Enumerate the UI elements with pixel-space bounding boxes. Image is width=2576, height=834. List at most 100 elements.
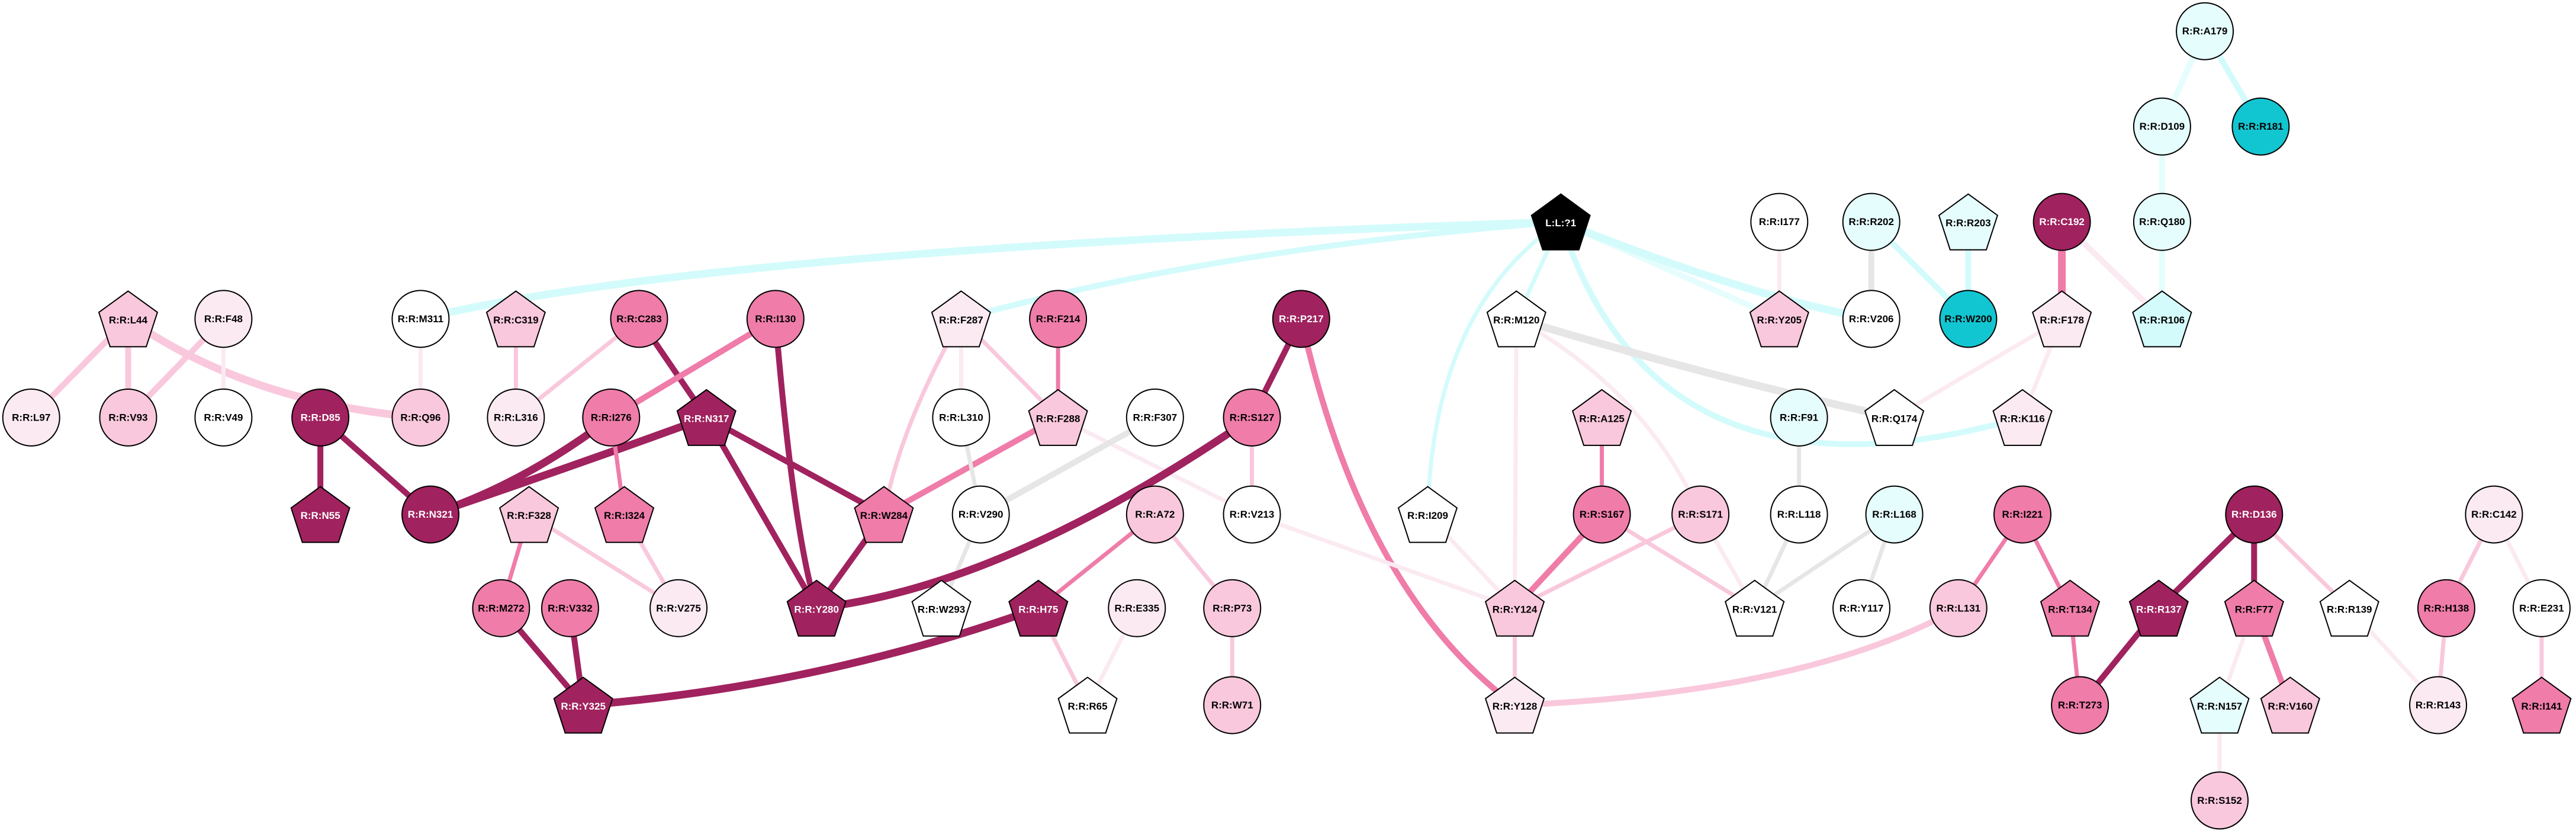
node-v213[interactable]: R:R:V213: [1223, 485, 1281, 544]
node-c192[interactable]: R:R:C192: [2033, 193, 2091, 251]
pentagon-node-shape[interactable]: [1530, 193, 1591, 251]
circle-node-shape[interactable]: [2225, 485, 2284, 544]
node-v206[interactable]: R:R:V206: [1842, 290, 1900, 348]
pentagon-node-shape[interactable]: [1008, 579, 1069, 637]
node-f328[interactable]: R:R:F328: [499, 486, 559, 543]
circle-node-shape[interactable]: [2133, 97, 2191, 156]
circle-node-shape[interactable]: [1223, 388, 1281, 447]
circle-node-shape[interactable]: [1865, 485, 1924, 544]
pentagon-node-shape[interactable]: [1725, 579, 1785, 637]
node-t134[interactable]: R:R:T134: [2040, 579, 2101, 637]
node-l168[interactable]: R:R:L168: [1865, 485, 1924, 544]
node-q180[interactable]: R:R:Q180: [2133, 193, 2191, 251]
node-s127[interactable]: R:R:S127: [1223, 388, 1281, 447]
node-i221[interactable]: R:R:I221: [1993, 485, 2052, 544]
node-w200[interactable]: R:R:W200: [1939, 290, 1998, 348]
node-n55[interactable]: R:R:N55: [290, 486, 350, 543]
circle-node-shape[interactable]: [1842, 290, 1900, 348]
circle-node-shape[interactable]: [1770, 388, 1828, 447]
node-y325[interactable]: R:R:Y325: [553, 676, 613, 734]
node-c283[interactable]: R:R:C283: [610, 290, 668, 348]
circle-node-shape[interactable]: [291, 388, 350, 447]
circle-node-shape[interactable]: [582, 388, 641, 447]
node-l118[interactable]: R:R:L118: [1770, 485, 1828, 544]
node-l310[interactable]: R:R:L310: [932, 388, 990, 447]
circle-node-shape[interactable]: [194, 388, 253, 447]
node-v275[interactable]: R:R:V275: [649, 579, 708, 637]
node-l97[interactable]: R:R:L97: [2, 388, 60, 447]
pentagon-node-shape[interactable]: [1572, 389, 1632, 446]
circle-node-shape[interactable]: [1223, 485, 1281, 544]
pentagon-node-shape[interactable]: [2224, 579, 2284, 637]
pentagon-node-shape[interactable]: [1484, 579, 1545, 637]
node-r65[interactable]: R:R:R65: [1057, 676, 1118, 734]
circle-node-shape[interactable]: [2465, 485, 2523, 544]
node-n157[interactable]: R:R:N157: [2189, 676, 2250, 734]
circle-node-shape[interactable]: [1125, 388, 1184, 447]
node-n321[interactable]: R:R:N321: [401, 485, 460, 544]
node-t273[interactable]: R:R:T273: [2051, 676, 2109, 734]
node-s167[interactable]: R:R:S167: [1572, 485, 1631, 544]
node-i209[interactable]: R:R:I209: [1397, 486, 1458, 543]
node-r181[interactable]: R:R:R181: [2231, 97, 2290, 156]
pentagon-node-shape[interactable]: [2511, 676, 2572, 734]
circle-node-shape[interactable]: [2231, 97, 2290, 156]
circle-node-shape[interactable]: [401, 485, 460, 544]
node-r203[interactable]: R:R:R203: [1938, 193, 1999, 251]
node-e335[interactable]: R:R:E335: [1108, 579, 1166, 637]
node-h75[interactable]: R:R:H75: [1008, 579, 1069, 637]
circle-node-shape[interactable]: [194, 290, 253, 348]
circle-node-shape[interactable]: [2033, 193, 2091, 251]
circle-node-shape[interactable]: [2191, 771, 2249, 830]
node-f307[interactable]: R:R:F307: [1125, 388, 1184, 447]
pentagon-node-shape[interactable]: [499, 486, 559, 543]
node-v93[interactable]: R:R:V93: [99, 388, 157, 447]
pentagon-node-shape[interactable]: [676, 389, 737, 446]
node-a72[interactable]: R:R:A72: [1125, 485, 1184, 544]
node-v332[interactable]: R:R:V332: [541, 579, 599, 637]
circle-node-shape[interactable]: [1203, 676, 1262, 734]
circle-node-shape[interactable]: [2512, 579, 2571, 637]
pentagon-node-shape[interactable]: [1484, 676, 1545, 734]
node-f214[interactable]: R:R:F214: [1029, 290, 1088, 348]
circle-node-shape[interactable]: [1125, 485, 1184, 544]
node-r143[interactable]: R:R:R143: [2409, 676, 2468, 734]
node-m311[interactable]: R:R:M311: [391, 290, 450, 348]
node-q96[interactable]: R:R:Q96: [391, 388, 450, 447]
node-p73[interactable]: R:R:P73: [1203, 579, 1262, 637]
circle-node-shape[interactable]: [610, 290, 668, 348]
pentagon-node-shape[interactable]: [2040, 579, 2101, 637]
pentagon-node-shape[interactable]: [1397, 486, 1458, 543]
pentagon-node-shape[interactable]: [594, 486, 655, 543]
circle-node-shape[interactable]: [391, 290, 450, 348]
circle-node-shape[interactable]: [1572, 485, 1631, 544]
circle-node-shape[interactable]: [2176, 2, 2234, 60]
node-v121[interactable]: R:R:V121: [1725, 579, 1785, 637]
pentagon-node-shape[interactable]: [2319, 579, 2379, 637]
pentagon-node-shape[interactable]: [98, 290, 159, 348]
circle-node-shape[interactable]: [541, 579, 599, 637]
node-a179[interactable]: R:R:A179: [2176, 2, 2234, 60]
pentagon-node-shape[interactable]: [1992, 389, 2053, 446]
node-s152[interactable]: R:R:S152: [2191, 771, 2249, 830]
pentagon-node-shape[interactable]: [911, 579, 972, 637]
circle-node-shape[interactable]: [1832, 579, 1891, 637]
circle-node-shape[interactable]: [99, 388, 157, 447]
circle-node-shape[interactable]: [2133, 193, 2191, 251]
circle-node-shape[interactable]: [1272, 290, 1330, 348]
node-i130[interactable]: R:R:I130: [746, 290, 805, 348]
node-d109[interactable]: R:R:D109: [2133, 97, 2191, 156]
pentagon-node-shape[interactable]: [854, 486, 914, 543]
node-m120[interactable]: R:R:M120: [1486, 290, 1546, 348]
circle-node-shape[interactable]: [1770, 485, 1828, 544]
node-i141[interactable]: R:R:I141: [2511, 676, 2572, 734]
node-v290[interactable]: R:R:V290: [951, 485, 1010, 544]
circle-node-shape[interactable]: [2409, 676, 2468, 734]
pentagon-node-shape[interactable]: [2189, 676, 2250, 734]
circle-node-shape[interactable]: [2051, 676, 2109, 734]
circle-node-shape[interactable]: [932, 388, 990, 447]
node-l44[interactable]: R:R:L44: [98, 290, 159, 348]
node-h138[interactable]: R:R:H138: [2417, 579, 2475, 637]
circle-node-shape[interactable]: [1842, 193, 1900, 251]
pentagon-node-shape[interactable]: [1938, 193, 1999, 251]
